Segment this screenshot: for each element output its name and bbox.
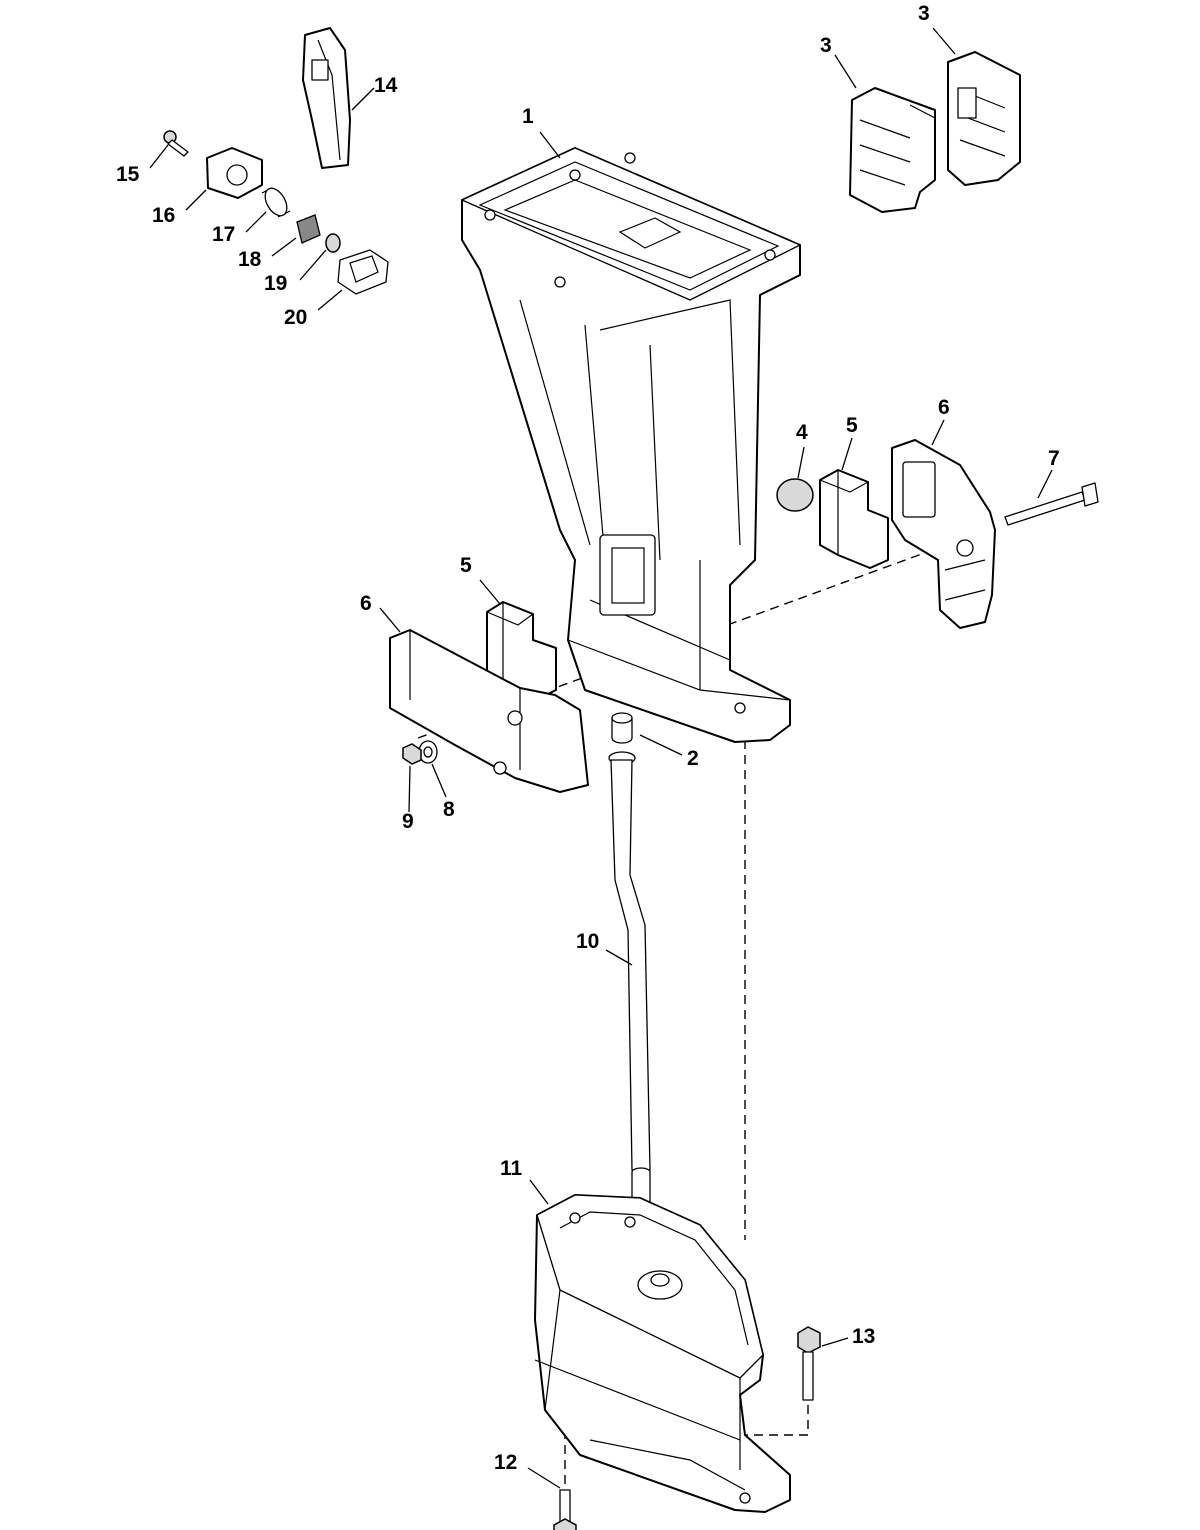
callout-19: 19 (264, 272, 287, 295)
part-3-cover-front (849, 87, 936, 213)
callout-5-right: 5 (846, 414, 858, 437)
part-7-bolt (1004, 482, 1099, 526)
callout-20: 20 (284, 306, 307, 329)
callout-9: 9 (402, 810, 414, 833)
leader-lines (149, 27, 1053, 1489)
callout-6-left: 6 (360, 592, 372, 615)
part-6-bracket-left (389, 629, 589, 793)
callout-4: 4 (796, 421, 808, 444)
part-19-seal (325, 233, 341, 253)
part-20-gasket (337, 249, 389, 295)
callout-18: 18 (238, 248, 262, 271)
callout-13: 13 (852, 1325, 875, 1348)
part-2-bushing (611, 712, 633, 744)
part-13-bolt (797, 1326, 821, 1401)
callout-12: 12 (494, 1451, 517, 1474)
part-5-mount-right (819, 469, 889, 569)
callout-16: 16 (152, 204, 175, 227)
callout-17: 17 (212, 223, 235, 246)
part-3-cover-rear (947, 51, 1021, 186)
part-10-water-tube (608, 751, 651, 1206)
part-12-bolt (553, 1489, 577, 1530)
callout-15: 15 (116, 163, 140, 186)
part-11-adapter (534, 1194, 791, 1513)
part-1-driveshaft-housing (461, 147, 801, 743)
callout-10: 10 (576, 930, 599, 953)
part-18-valve (296, 214, 321, 244)
part-6-bracket-right (891, 439, 996, 629)
callout-3-front: 3 (820, 34, 832, 57)
part-8-washer (418, 740, 438, 764)
part-9-nut (402, 743, 422, 765)
part-4-plug (776, 478, 814, 512)
callout-7: 7 (1048, 447, 1060, 470)
callout-2: 2 (687, 747, 699, 770)
callout-5-left: 5 (460, 554, 472, 577)
callout-8: 8 (443, 798, 455, 821)
part-16-housing (206, 147, 263, 199)
callout-labels: 1 2 3 3 4 5 5 6 6 7 8 9 10 11 12 13 14 1… (116, 2, 1060, 1474)
callout-11: 11 (500, 1157, 523, 1180)
callout-1: 1 (522, 105, 534, 128)
part-14-cover (302, 27, 351, 169)
callout-14: 14 (374, 74, 398, 97)
part-17-spring (261, 187, 291, 218)
part-15-screw (163, 130, 189, 157)
callout-6-right: 6 (938, 396, 950, 419)
callout-3-rear: 3 (918, 2, 930, 25)
